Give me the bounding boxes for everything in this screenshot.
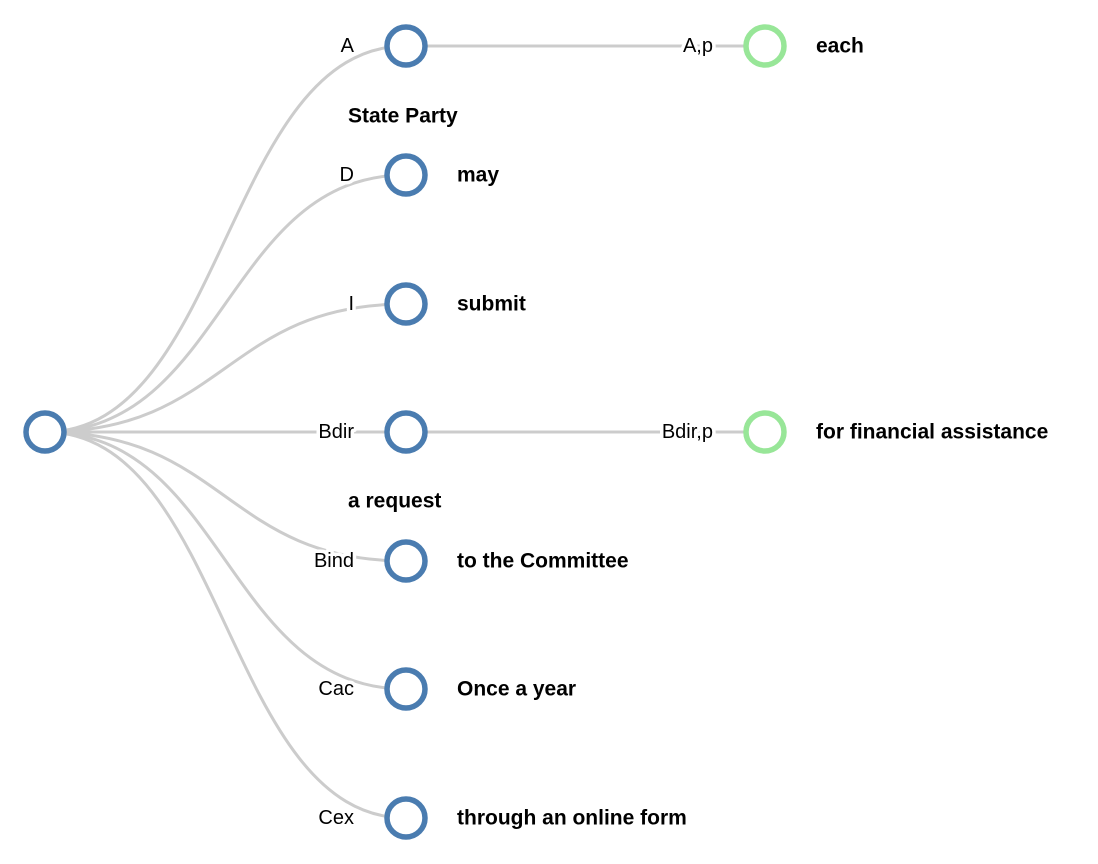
node-text-Bdirp: for financial assistance	[816, 421, 1048, 444]
node-I[interactable]	[384, 282, 428, 326]
node-texts: State Party may submit a request to the …	[348, 35, 1048, 830]
node-text-Bdir: a request	[348, 490, 441, 513]
nodes	[23, 24, 787, 840]
edge-labels: A D I Bdir Bind Cac Cex A,p Bdir,p	[310, 32, 716, 833]
node-root[interactable]	[23, 410, 67, 454]
node-Ap[interactable]	[743, 24, 787, 68]
node-text-Bind: to the Committee	[457, 550, 629, 573]
edge-label-Cex: Cex	[318, 807, 354, 829]
edge-label-D: D	[340, 164, 354, 186]
edge-root-to-Cex	[44, 430, 407, 820]
node-Bind[interactable]	[384, 539, 428, 583]
edge-label-A: A	[341, 35, 355, 57]
node-A[interactable]	[384, 24, 428, 68]
node-text-Cac: Once a year	[457, 678, 576, 701]
edge-label-I: I	[348, 293, 354, 315]
node-text-Cex: through an online form	[457, 807, 687, 830]
node-text-Ap: each	[816, 35, 864, 58]
node-text-D: may	[457, 164, 499, 187]
edge-label-Ap: A,p	[683, 35, 713, 57]
node-text-A: State Party	[348, 105, 458, 128]
edge-root-to-I	[44, 302, 407, 434]
edge-label-Bind: Bind	[314, 550, 354, 572]
edge-label-Cac: Cac	[318, 678, 354, 700]
node-Cex[interactable]	[384, 796, 428, 840]
edge-root-to-Cac	[44, 430, 407, 691]
edge-root-to-Bind	[44, 430, 407, 563]
node-D[interactable]	[384, 153, 428, 197]
node-Cac[interactable]	[384, 667, 428, 711]
node-Bdir[interactable]	[384, 410, 428, 454]
edge-label-Bdirp: Bdir,p	[662, 421, 713, 443]
edge-root-to-A	[44, 44, 407, 434]
node-text-I: submit	[457, 293, 526, 316]
edge-root-to-D	[44, 173, 407, 434]
edge-label-Bdir: Bdir	[318, 421, 354, 443]
node-Bdirp[interactable]	[743, 410, 787, 454]
edges	[44, 44, 765, 820]
